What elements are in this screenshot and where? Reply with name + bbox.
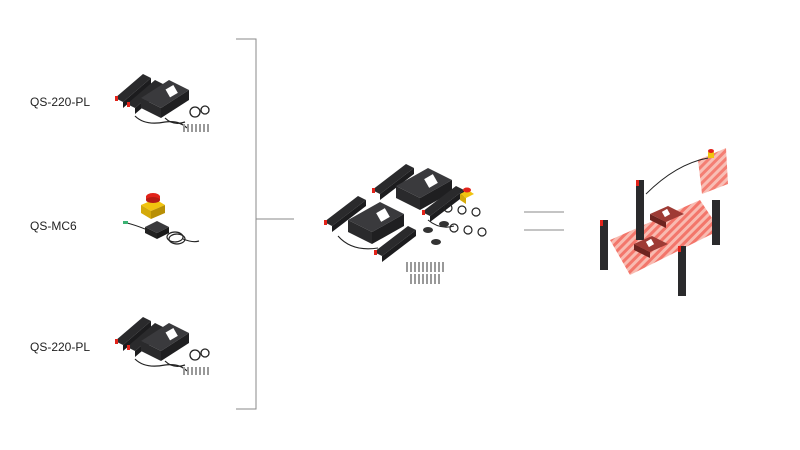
light-curtain-post <box>600 180 720 296</box>
control-module <box>145 221 169 239</box>
controller-box <box>348 202 404 244</box>
light-curtain-bar <box>115 317 151 351</box>
controller-box <box>634 236 668 258</box>
installed-system-image <box>590 140 740 300</box>
qs-220-pl-kit-image-bottom <box>105 303 225 388</box>
controller-box <box>141 80 189 118</box>
controller-box <box>141 323 189 361</box>
light-curtain-bar <box>422 186 464 222</box>
mounting-discs <box>423 221 449 245</box>
cable-coil <box>166 231 200 245</box>
cable-coil <box>189 348 210 361</box>
item-label-qs-220-pl-bottom: QS-220-PL <box>30 340 91 354</box>
combined-kit-image <box>318 150 508 295</box>
emergency-stop-button <box>460 187 474 204</box>
emergency-stop-button <box>708 149 714 158</box>
qs-220-pl-kit-image-top <box>105 60 225 145</box>
light-curtain-bar <box>324 196 366 232</box>
connector-pins <box>406 262 444 284</box>
cable-coil <box>443 203 487 237</box>
item-label-qs-220-pl-top: QS-220-PL <box>30 95 91 109</box>
grouping-bracket <box>236 38 294 410</box>
cable-coil <box>189 105 210 118</box>
qs-mc6-kit-image <box>115 183 210 263</box>
light-curtain-bar <box>374 226 416 262</box>
light-curtain-bar <box>115 74 151 108</box>
equals-sign <box>524 211 564 231</box>
emergency-stop-button <box>141 193 165 219</box>
controller-box <box>650 206 684 228</box>
connector-pins <box>183 124 209 132</box>
item-label-qs-mc6: QS-MC6 <box>30 219 77 233</box>
connector-pins <box>183 367 209 375</box>
light-curtain-bar <box>372 164 414 200</box>
controller-box <box>396 168 452 210</box>
safety-zone-field <box>610 148 728 275</box>
